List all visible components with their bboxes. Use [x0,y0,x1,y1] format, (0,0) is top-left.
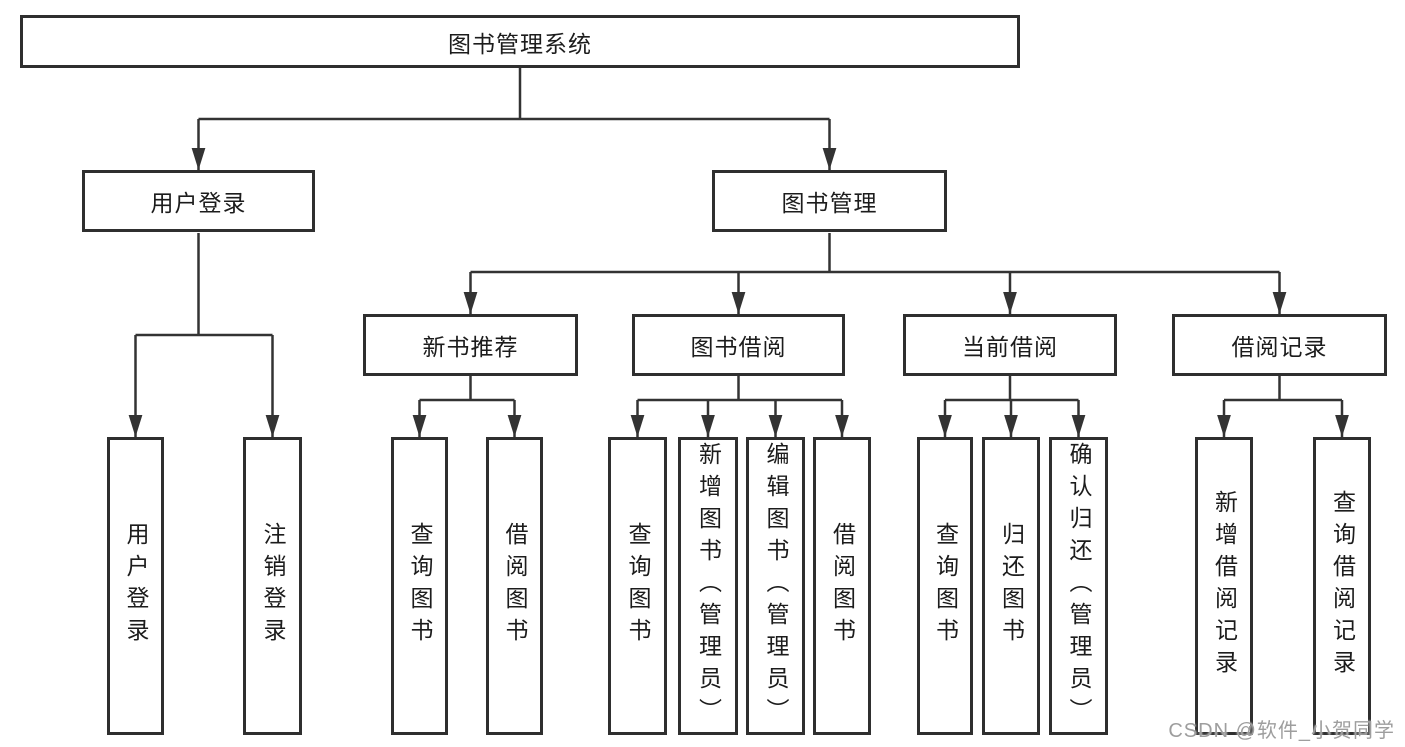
node-new-book-recommendation: 新书推荐 [363,314,578,376]
node-current-borrowing: 当前借阅 [903,314,1117,376]
leaf-label: 归还图书 [998,522,1025,650]
leaf-label: 借阅图书 [502,522,528,650]
leaf-label: 编辑图书（管理员） [763,442,789,730]
leaf-add-books-admin: 新增图书（管理员） [678,437,738,735]
leaf-label: 新增图书（管理员） [695,442,722,730]
leaf-borrow-books: 借阅图书 [813,437,871,735]
leaf-user-login: 用户登录 [107,437,164,735]
leaf-label: 查询借阅记录 [1329,490,1356,682]
node-user-login: 用户登录 [82,170,315,232]
leaf-add-borrow-record: 新增借阅记录 [1195,437,1253,735]
leaf-confirm-return-admin: 确认归还（管理员） [1049,437,1108,735]
leaf-label: 借阅图书 [829,522,856,650]
leaf-label: 查询图书 [625,522,651,650]
csdn-watermark: CSDN @软件_小贺同学 [1168,720,1395,742]
node-library-management-system: 图书管理系统 [20,15,1020,68]
leaf-logout: 注销登录 [243,437,302,735]
leaf-label: 确认归还（管理员） [1066,442,1092,730]
leaf-label: 注销登录 [260,522,286,650]
node-borrowing-records: 借阅记录 [1172,314,1387,376]
leaf-query-books-recommend: 查询图书 [391,437,448,735]
node-book-management: 图书管理 [712,170,947,232]
leaf-borrow-books-recommend: 借阅图书 [486,437,543,735]
leaf-query-books-borrow: 查询图书 [608,437,667,735]
leaf-edit-books-admin: 编辑图书（管理员） [746,437,805,735]
leaf-label: 新增借阅记录 [1211,490,1238,682]
leaf-query-borrow-record: 查询借阅记录 [1313,437,1371,735]
leaf-label: 查询图书 [407,522,433,650]
leaf-label: 查询图书 [932,522,959,650]
node-book-borrowing: 图书借阅 [632,314,845,376]
leaf-label: 用户登录 [123,522,149,650]
leaf-return-books: 归还图书 [982,437,1040,735]
leaf-query-books-current: 查询图书 [917,437,973,735]
